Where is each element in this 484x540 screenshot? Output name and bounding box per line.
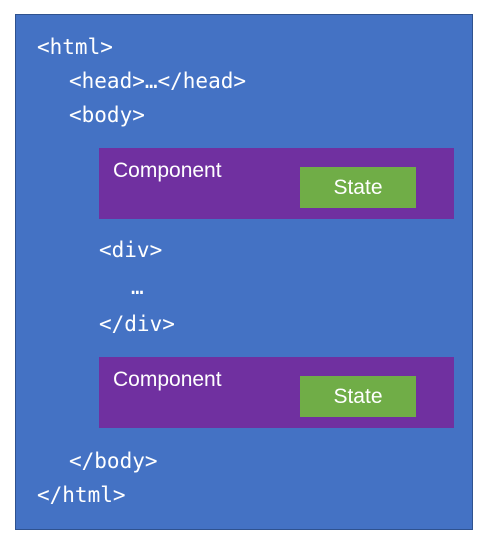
code-div-open: <div> xyxy=(99,238,163,262)
code-body-close: </body> xyxy=(69,449,158,473)
code-html-open: <html> xyxy=(37,35,113,59)
code-head: <head>…</head> xyxy=(69,69,247,93)
code-html-close: </html> xyxy=(37,483,126,507)
component-box-2: Component State xyxy=(99,357,454,428)
code-div-close: </div> xyxy=(99,312,175,336)
state-box: State xyxy=(300,376,416,417)
code-ellipsis: … xyxy=(131,275,144,299)
html-document-frame xyxy=(15,14,473,530)
state-box: State xyxy=(300,167,416,208)
code-body-open: <body> xyxy=(69,103,145,127)
component-box-1: Component State xyxy=(99,148,454,219)
component-label: Component xyxy=(113,159,222,182)
component-label: Component xyxy=(113,368,222,391)
